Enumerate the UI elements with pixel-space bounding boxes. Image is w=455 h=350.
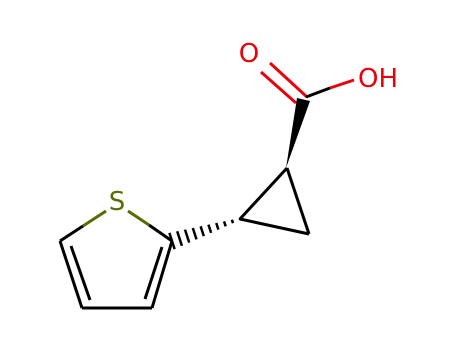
- hash-stroke: [207, 224, 213, 234]
- atom-label-sulfur: S: [109, 187, 126, 217]
- hash-stroke: [230, 219, 235, 224]
- bond-carbonyl-double-b: [260, 70, 297, 105]
- bond-c-oh-red: [329, 78, 355, 90]
- bond-s-c5-black: [59, 224, 84, 243]
- hash-stroke: [199, 225, 206, 237]
- bond-c-oh-black: [305, 86, 331, 99]
- bond-carbonyl-double-a: [268, 61, 309, 99]
- atom-label-carbonyl-oxygen: O: [239, 39, 259, 69]
- bond-cyclopropane-b: [239, 217, 310, 236]
- wedge-bond-carboxyl: [286, 98, 310, 168]
- hash-stroke: [191, 227, 198, 240]
- bond-c3-c2: [150, 240, 174, 309]
- hashed-wedge-bond: [168, 217, 242, 250]
- hash-stroke: [222, 220, 227, 227]
- bond-cyclopropane-c: [238, 166, 289, 221]
- atom-label-hydroxyl: OH: [358, 64, 398, 94]
- hash-stroke: [176, 230, 184, 247]
- hash-stroke: [215, 222, 220, 231]
- bond-s-c2-black: [148, 223, 173, 243]
- bond-c3-c2-inner: [143, 246, 164, 300]
- bond-c4-c4-inner: [69, 245, 92, 301]
- bond-c5-c4: [58, 240, 84, 309]
- hash-stroke: [238, 217, 242, 221]
- bond-s-c5-olive: [82, 209, 107, 228]
- bond-s-c2-olive: [127, 209, 150, 227]
- hash-stroke: [183, 229, 191, 243]
- bond-cyclopropane-a: [285, 167, 311, 235]
